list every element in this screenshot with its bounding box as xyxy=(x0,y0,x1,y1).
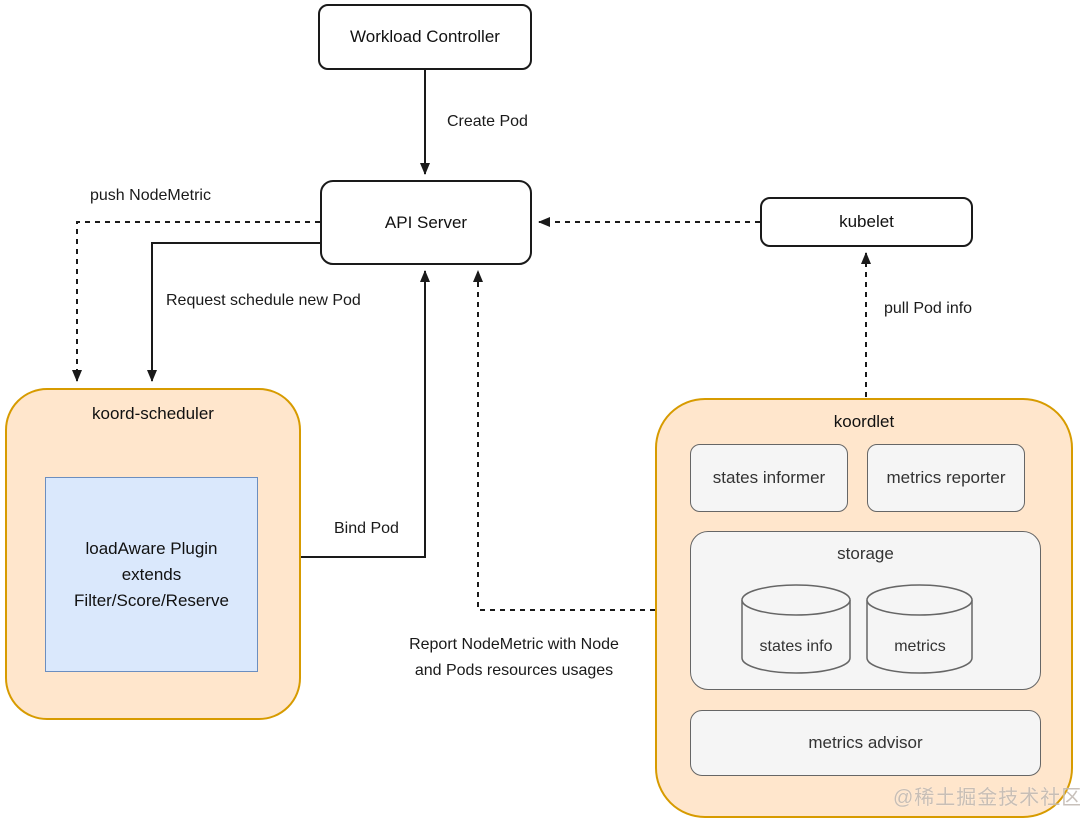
states-info-db-label: states info xyxy=(759,638,833,655)
koordlet-title: koordlet xyxy=(833,412,895,431)
node-workload-controller: Workload Controller xyxy=(318,4,532,70)
edge-label-push-nodemetric: push NodeMetric xyxy=(90,187,211,204)
node-kubelet: kubelet xyxy=(760,197,973,247)
koord-scheduler-title: koord-scheduler xyxy=(92,404,214,423)
kubelet-label: kubelet xyxy=(839,212,894,231)
edge-label-report-nodemetric: Report NodeMetric with Node and Pods res… xyxy=(378,632,650,684)
workload-controller-label: Workload Controller xyxy=(350,27,500,46)
edge-label-bind-pod: Bind Pod xyxy=(334,520,399,537)
watermark-text: @稀土掘金技术社区 xyxy=(893,787,1080,809)
report-nodemetric-line2: and Pods resources usages xyxy=(414,662,614,679)
report-nodemetric-line1: Report NodeMetric with Node xyxy=(409,636,619,653)
loadaware-plugin-line3: Filter/Score/Reserve xyxy=(74,590,229,610)
metrics-db-label: metrics xyxy=(894,638,946,655)
edge-report-nodemetric-arrow xyxy=(473,270,655,611)
edge-bind-pod-arrow xyxy=(301,270,430,558)
api-server-label: API Server xyxy=(384,212,468,232)
edge-label-pull-pod-info: pull Pod info xyxy=(884,300,973,317)
metrics-reporter-label: metrics reporter xyxy=(886,468,1006,487)
loadaware-plugin-line1: loadAware Plugin xyxy=(85,538,218,558)
edge-label-request-schedule: Request schedule new Pod xyxy=(166,292,361,309)
loadaware-plugin-line2: extends xyxy=(121,564,182,584)
node-metrics-advisor: metrics advisor xyxy=(690,710,1041,776)
edge-label-create-pod: Create Pod xyxy=(447,113,528,130)
states-informer-label: states informer xyxy=(712,468,826,487)
edge-request-schedule-arrow xyxy=(147,242,320,382)
node-states-informer: states informer xyxy=(690,444,848,512)
storage-label: storage xyxy=(837,544,894,563)
node-loadaware-plugin: loadAware Plugin extends Filter/Score/Re… xyxy=(45,477,258,672)
node-metrics-reporter: metrics reporter xyxy=(867,444,1025,512)
node-storage: storage xyxy=(690,531,1041,690)
metrics-advisor-label: metrics advisor xyxy=(808,733,923,752)
node-api-server: API Server xyxy=(320,180,532,265)
